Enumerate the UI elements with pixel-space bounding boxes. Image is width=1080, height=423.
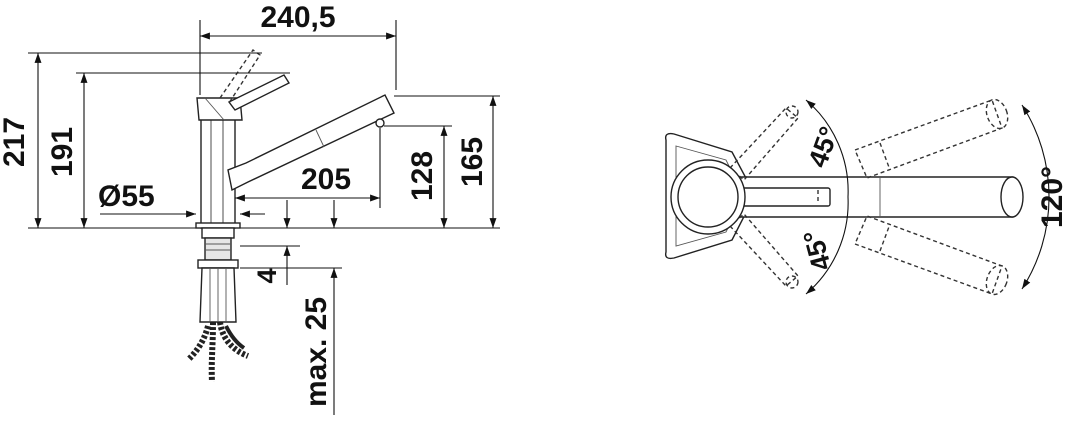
label-spout-swivel: 120° xyxy=(1036,166,1069,228)
spout xyxy=(227,94,395,192)
side-view: 240,5 217 191 Ø55 205 xyxy=(0,1,500,415)
spout-rotated-up xyxy=(854,98,1009,179)
label-diameter-base: Ø55 xyxy=(98,180,155,213)
mounting-shank xyxy=(197,227,239,323)
arc-spout-swivel: 120° xyxy=(1021,104,1069,290)
label-base-thickness: 4 xyxy=(252,268,282,283)
dim-max-counter: max. 25 xyxy=(240,200,342,415)
dim-width-total: 240,5 xyxy=(199,1,397,95)
label-height-outlet-top: 165 xyxy=(456,137,489,187)
faucet-body xyxy=(195,97,243,229)
faucet-body-top xyxy=(670,159,746,235)
spout-rotated-down xyxy=(854,215,1009,296)
label-spout-reach: 205 xyxy=(301,163,351,196)
lever-rotated-down xyxy=(728,213,799,289)
dim-spout-reach: 205 xyxy=(235,128,381,208)
lever-handle xyxy=(219,49,291,111)
label-height-spout-top: 191 xyxy=(46,127,79,177)
label-lever-angle-down: 45° xyxy=(798,227,838,274)
dim-diameter-base: Ø55 xyxy=(98,180,265,218)
supply-hoses xyxy=(185,321,250,383)
dim-height-outlet: 128 xyxy=(384,125,452,228)
label-lever-angle-up: 45° xyxy=(802,123,844,172)
top-view: 45° 45° 120° xyxy=(664,98,1069,296)
label-height-total: 217 xyxy=(0,117,31,167)
label-width-total: 240,5 xyxy=(260,1,335,34)
lever-rotated-up xyxy=(728,105,799,181)
dim-height-total: 217 xyxy=(0,52,262,228)
lever-straight xyxy=(739,187,831,207)
dim-base-thickness: 4 xyxy=(240,200,300,285)
label-max-counter: max. 25 xyxy=(300,297,333,407)
dim-height-outlet-top: 165 xyxy=(394,95,500,228)
label-height-outlet: 128 xyxy=(406,151,439,201)
dim-height-spout-top: 191 xyxy=(46,72,290,228)
